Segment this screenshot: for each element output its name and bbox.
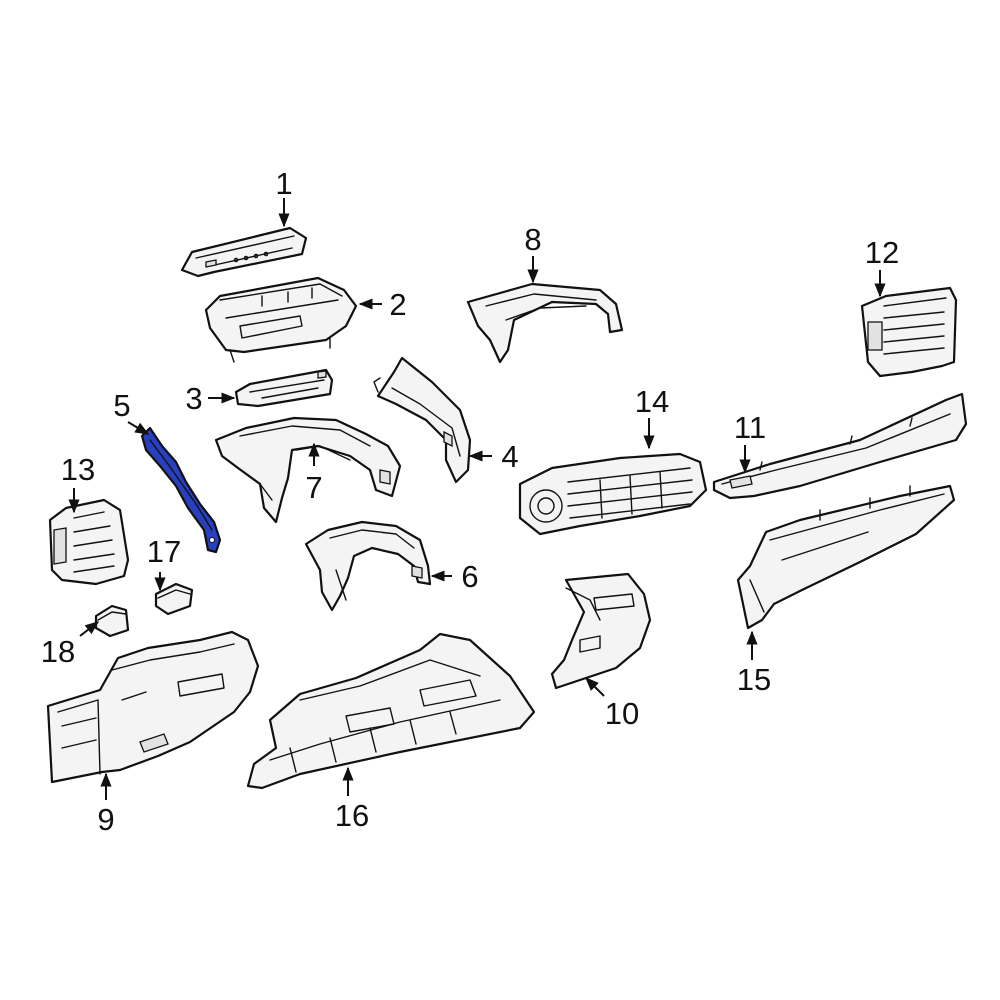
callout-3: 3 [185, 381, 202, 416]
callout-5: 5 [113, 388, 130, 423]
callout-1: 1 [275, 166, 292, 201]
part-18[interactable] [94, 604, 130, 638]
part-13[interactable] [48, 498, 130, 586]
callout-9: 9 [97, 802, 114, 837]
callout-6: 6 [461, 559, 478, 594]
callout-12: 12 [865, 235, 899, 270]
callout-14: 14 [635, 384, 669, 419]
callout-18: 18 [41, 634, 75, 669]
part-7[interactable] [214, 416, 402, 524]
leader-5 [127, 421, 150, 435]
callout-15: 15 [737, 662, 771, 697]
part-11[interactable] [712, 392, 968, 500]
callout-13: 13 [61, 452, 95, 487]
leader-10 [585, 677, 605, 697]
part-17[interactable] [154, 582, 194, 616]
leader-18 [79, 621, 100, 637]
part-5[interactable] [140, 426, 222, 554]
callout-8: 8 [524, 222, 541, 257]
part-3[interactable] [234, 368, 334, 408]
part-8[interactable] [466, 282, 624, 364]
part-14[interactable] [518, 452, 708, 536]
leader-lines [68, 198, 886, 800]
part-1[interactable] [180, 226, 308, 278]
part-4[interactable] [373, 356, 472, 484]
callout-11: 11 [734, 410, 766, 445]
part-2[interactable] [204, 276, 358, 363]
callout-10: 10 [605, 696, 639, 731]
part-9[interactable] [46, 630, 260, 784]
callout-labels: 1 2 3 4 5 6 7 8 9 10 11 12 13 14 15 16 1… [41, 166, 899, 837]
callout-17: 17 [147, 534, 181, 569]
part-15[interactable] [736, 484, 956, 630]
part-6[interactable] [304, 520, 432, 612]
part-12[interactable] [860, 286, 958, 378]
callout-4: 4 [501, 439, 518, 474]
callout-16: 16 [335, 798, 369, 833]
part-10[interactable] [550, 572, 652, 690]
part-16[interactable] [246, 632, 536, 790]
callout-7: 7 [305, 470, 322, 505]
callout-2: 2 [389, 287, 406, 322]
